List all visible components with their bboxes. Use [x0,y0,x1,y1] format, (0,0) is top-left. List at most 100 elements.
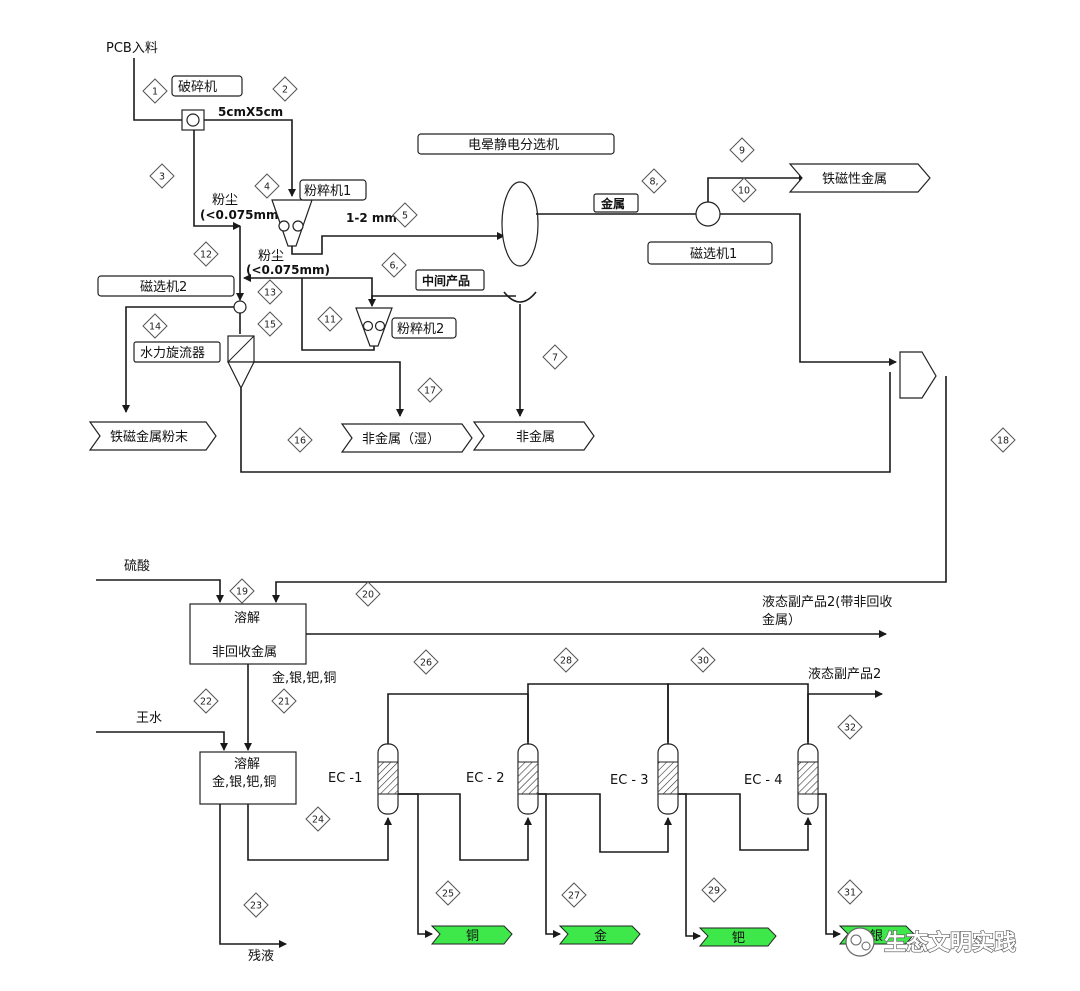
stream-tag: 9 [729,137,755,163]
stream-tag-label: 21 [278,697,290,708]
stream-tag: 15 [257,311,283,337]
dust1-label: 粉尘 [212,193,238,208]
stream-tag-label: 1 [152,87,158,98]
stream-tag: 8, [641,168,667,194]
stream-tag: 6, [381,252,407,278]
hydrocyclone-cone [227,361,255,390]
stream-tag: 7 [542,344,568,370]
ferro-metal-label: 铁磁性金属 [822,171,887,187]
stream-tag: 13 [257,279,283,305]
ferro-metal-box [788,163,931,193]
ec4-label: EC - 4 [744,773,783,788]
watermark-text: 生态文明实践 [884,930,1016,956]
pulverizer1-label-box [299,179,367,201]
stream-tag-label: 30 [697,656,709,667]
liquid-byproduct-a: 液态副产品2(带非回收 [762,595,892,610]
mag-sep1-label: 磁选机1 [690,247,737,262]
stream-tag-label: 29 [708,886,720,897]
mag-sep1 [695,201,721,227]
liquid-byproduct-b: 金属） [762,612,801,628]
stream-tag-label: 20 [362,590,374,601]
ec3-column [657,743,679,815]
stream-tag-label: 19 [236,587,248,598]
liquid-byproduct2-label: 液态副产品2 [808,667,881,682]
pulverizer2-label-box [391,317,457,339]
stream-tag-label: 17 [424,386,436,397]
ec2-column [517,743,539,815]
stream-tag: 10 [731,177,757,203]
ec3-label: EC - 3 [610,773,649,788]
crusher-label-box [171,75,243,97]
hydrocyclone-label-box [133,341,221,363]
mag-sep1-label-box [647,241,773,265]
stream-tag-label: 13 [264,288,276,299]
stream-tag-label: 23 [250,901,262,912]
stream-tag: 3 [149,163,175,189]
copper-product [430,925,513,945]
electrostatic-drum [501,181,539,267]
gold-label: 金 [594,928,607,944]
electrostatic-hopper [503,291,537,303]
stream-tag: 30 [690,647,716,673]
stream-tag-label: 2 [282,85,288,96]
stream-tag-label: 3 [159,172,165,183]
stream-tag: 23 [243,892,269,918]
nonmetal-wet-box [340,423,473,453]
crusher-label: 破碎机 [178,80,217,95]
stream-tag-label: 11 [324,315,336,326]
sulfuric-label: 硫酸 [124,559,150,574]
stream-tag: 21 [271,688,297,714]
wechat-watermark: 生态文明实践 [845,927,1017,957]
ec4-column [797,743,819,815]
stream-tag-label: 9 [739,146,745,157]
stream-tag: 18 [990,427,1016,453]
mag-sep2-label: 磁选机2 [140,280,187,295]
stream-tag: 31 [837,879,863,905]
crush-size-label: 5cmX5cm [218,105,283,119]
dust2-size-label: (<0.075mm) [246,263,330,277]
stream-tag-label: 32 [844,723,856,734]
stream-tag-label: 14 [149,322,161,333]
wechat-icon [850,934,862,946]
aqua-regia-label: 王水 [136,711,162,726]
gold-product [558,925,641,945]
dissolve2-title: 溶解 [234,757,260,772]
stream-tag: 12 [193,241,219,267]
ec1-label: EC -1 [328,771,362,786]
stream-tag-label: 8, [649,177,658,188]
stream-tag: 19 [229,578,255,604]
stream-tag-label: 27 [568,891,580,902]
nonmetal-wet-label: 非金属（湿） [362,431,440,447]
stream-tag-label: 24 [312,815,324,826]
mixer-junction [899,351,937,399]
stream-tag: 16 [287,427,313,453]
stream-tag-label: 15 [264,320,276,331]
stream-tag-label: 31 [844,888,856,899]
stream-tag-label: 22 [200,697,212,708]
pulverizer1-label: 粉粹机1 [304,184,351,199]
intermediate-label-box [415,269,485,291]
dissolve1-title: 溶解 [234,611,260,626]
ferro-powder-box [88,421,217,451]
stream-tag-label: 10 [738,186,750,197]
pcb-input-label: PCB入料 [106,41,158,56]
size-12mm-label: 1-2 mm [346,211,397,225]
stream-tag: 4 [254,173,280,199]
stream-tag-label: 18 [997,436,1009,447]
stream-tag-label: 12 [200,250,212,261]
stream-tag: 11 [317,306,343,332]
stream-tag: 14 [142,313,168,339]
dissolve2-box [199,751,297,805]
stream-tag-label: 16 [294,436,306,447]
stream-tag: 20 [355,581,381,607]
stream-tag: 25 [435,880,461,906]
stream-tag-label: 7 [552,353,558,364]
dissolve2-sub: 金,银,钯,铜 [212,774,276,790]
ec1-column [377,736,399,815]
electrostatic-label: 电晕静电分选机 [468,138,559,153]
stream-tag: 29 [701,877,727,903]
palladium-product [698,927,777,947]
mag-sep2 [233,300,247,314]
